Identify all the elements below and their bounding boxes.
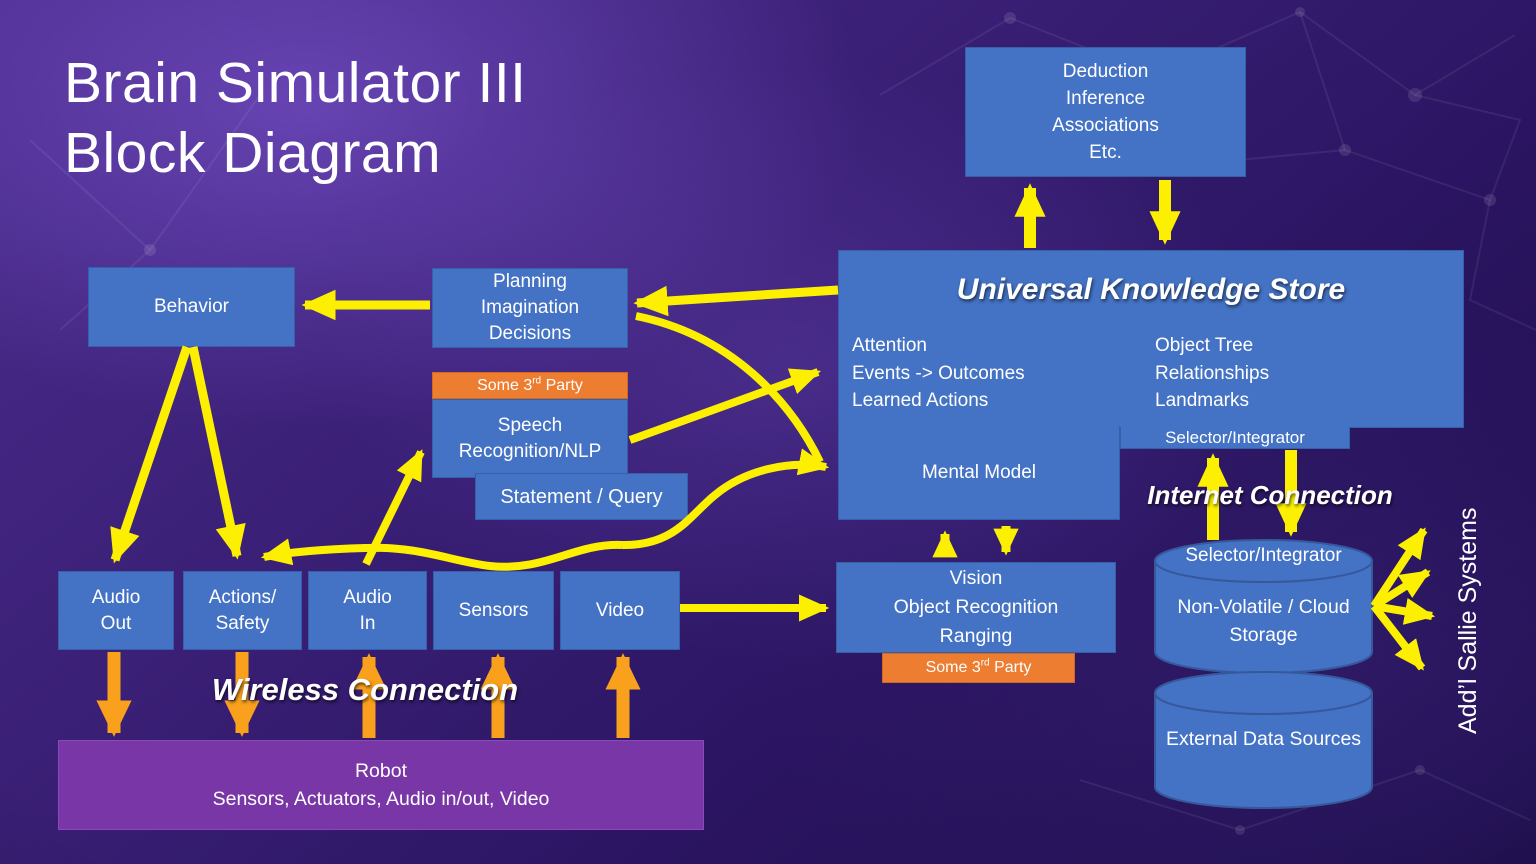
statement-query-box: Statement / Query [475,473,688,520]
speech-recognition-box: Speech Recognition/NLP [432,399,628,478]
vision-line2: Object Recognition [893,596,1059,618]
arrow-fanout-4 [1370,603,1426,671]
planning-line1: Planning [493,271,567,292]
storage-cylinder-body-label: Non-Volatile / Cloud Storage [1177,596,1350,646]
arrow-planning-to-uks-curve [635,312,824,464]
title-line2: Block Diagram [64,121,442,185]
vision-line1: Vision [949,567,1003,589]
arrow-behavior-to-actions-safety [188,346,246,560]
external-data-cylinder-label: External Data Sources [1165,728,1362,750]
addl-sallie-systems-label: Add’l Sallie Systems [1454,507,1482,734]
behavior-label: Behavior [154,296,229,317]
robot-box: Robot Sensors, Actuators, Audio in/out, … [58,740,704,830]
deduction-line2: Inference [1065,88,1146,109]
deduction-line4: Etc. [1089,142,1122,163]
video-box: Video [560,571,680,650]
audio-in-box: Audio In [308,571,427,650]
selector-integrator-label: Selector/Integrator [1165,427,1305,447]
uks-left-list: Attention Events -> Outcomes Learned Act… [852,332,1025,415]
uks-right-item2: Relationships [1155,362,1270,384]
arrow-uks-to-planning [633,285,839,317]
third-party-badge-vision: Some 3rd Party [882,653,1075,683]
wireless-connection-label: Wireless Connection [211,672,519,707]
vision-line3: Ranging [939,625,1013,647]
vision-box: Vision Object Recognition Ranging [836,562,1116,653]
uks-left-item3: Learned Actions [852,390,989,411]
uks-left-item2: Events -> Outcomes [852,362,1025,384]
sensors-box: Sensors [433,571,554,650]
uks-right-item1: Object Tree [1155,335,1254,356]
speech-line1: Speech [497,414,563,436]
planning-box: Planning Imagination Decisions [432,268,628,348]
uks-right-item3: Landmarks [1155,390,1249,411]
behavior-box: Behavior [88,267,295,347]
arrow-audio-in-to-speech [362,449,425,566]
uks-left-item1: Attention [852,335,927,356]
robot-line1: Robot [354,760,408,782]
page-title: Brain Simulator III Block Diagram [64,48,527,188]
third-party-pre: Some 3 [477,376,533,394]
third-party-pre: Some 3 [925,659,981,676]
uks-right-list: Object Tree Relationships Landmarks [1155,332,1269,415]
third-party-badge-speech: Some 3rd Party [432,372,628,399]
third-party-post: Party [989,659,1032,676]
mental-model-label: Mental Model [921,461,1037,483]
arrow-behavior-to-audio-out [110,345,192,564]
uks-box [838,250,1464,428]
arrow-fanout-1 [1370,527,1428,609]
deduction-line1: Deduction [1062,61,1149,82]
planning-line3: Decisions [488,323,572,344]
robot-line2: Sensors, Actuators, Audio in/out, Video [212,788,550,810]
planning-line2: Imagination [480,297,580,318]
selector-integrator-strip: Selector/Integrator [1120,427,1350,449]
arrow-bus-to-actions-safety [260,538,623,571]
arrow-fanout-2 [1371,568,1431,610]
deduction-box: Deduction Inference Associations Etc. [965,47,1246,177]
arrow-speech-to-uks [628,368,822,444]
storage-cylinder-rim-label: Selector/Integrator [1185,545,1342,566]
third-party-post: Party [541,376,583,394]
third-party-label: Some 3rd Party [883,658,1074,678]
arrow-fanout-3 [1373,597,1436,625]
title-line1: Brain Simulator III [64,51,527,115]
deduction-line3: Associations [1052,115,1159,136]
mental-model-section: Mental Model [838,426,1120,520]
third-party-sup: rd [980,657,990,669]
internet-connection-label: Internet Connection [1147,480,1393,510]
third-party-sup: rd [532,375,542,387]
speech-line2: Recognition/NLP [458,440,602,462]
actions-safety-box: Actions/ Safety [183,571,302,650]
statement-query-label: Statement / Query [500,485,663,508]
audio-out-box: Audio Out [58,571,174,650]
uks-title: Universal Knowledge Store [956,273,1346,306]
third-party-label: Some 3rd Party [433,376,627,396]
